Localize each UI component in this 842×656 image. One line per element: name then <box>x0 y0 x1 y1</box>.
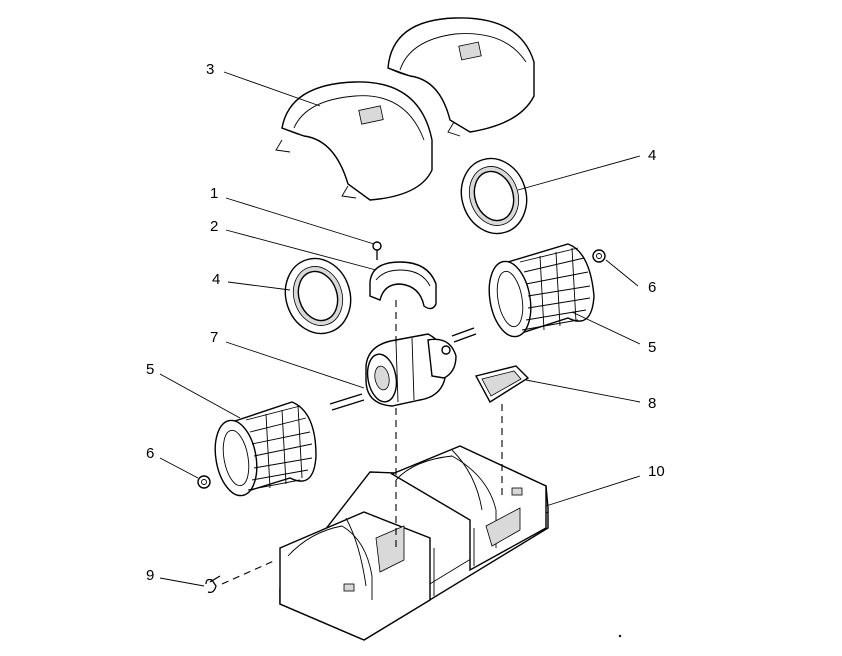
callout-3: 3 <box>206 61 214 78</box>
callout-1: 1 <box>210 185 218 202</box>
screw <box>372 241 382 260</box>
front-ring <box>284 257 352 335</box>
callout-8: 8 <box>648 395 656 412</box>
clip <box>205 575 221 594</box>
upper-cover <box>275 17 535 201</box>
callout-5-left: 5 <box>146 361 154 378</box>
motor <box>329 327 477 411</box>
assembly-lines <box>221 300 503 585</box>
callout-6-left: 6 <box>146 445 154 462</box>
callout-9: 9 <box>146 567 154 584</box>
callout-numbers: 3 4 1 2 4 6 5 7 5 8 6 10 9 <box>146 61 665 584</box>
rear-ring <box>460 157 528 235</box>
right-wheel <box>488 243 595 338</box>
callout-4-rear-ring: 4 <box>648 147 656 164</box>
callout-7: 7 <box>210 329 218 346</box>
left-nut <box>197 475 211 489</box>
callout-2: 2 <box>210 218 218 235</box>
callout-6-right: 6 <box>648 279 656 296</box>
gasket <box>474 365 530 403</box>
callout-4-front-ring: 4 <box>212 271 220 288</box>
housing <box>279 445 549 641</box>
callout-10: 10 <box>648 463 665 480</box>
callout-5-right: 5 <box>648 339 656 356</box>
right-nut <box>592 249 606 263</box>
left-wheel <box>214 401 317 497</box>
leader-lines <box>159 71 641 587</box>
motor-clamp <box>369 261 437 310</box>
